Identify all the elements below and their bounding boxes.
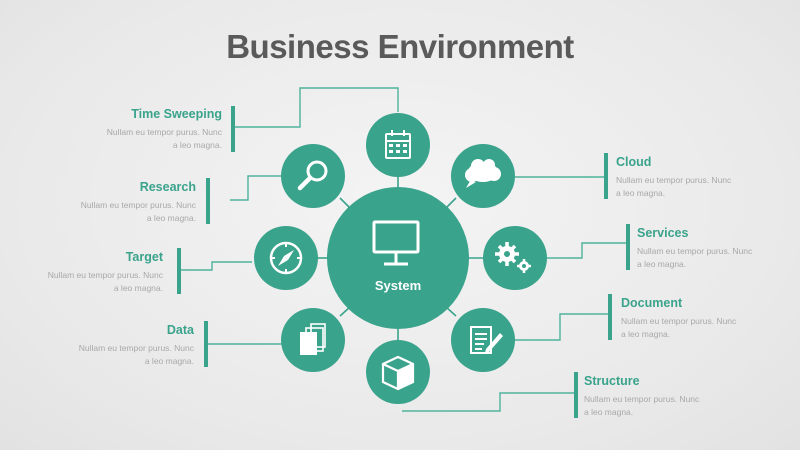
node-desc-line-1: Nullam eu tempor purus. Nunc	[47, 270, 163, 280]
node-desc-line-2: a leo magna.	[637, 259, 687, 269]
connector-target	[180, 261, 252, 271]
accent-bar	[608, 294, 612, 340]
node-desc-line-2: a leo magna.	[113, 283, 163, 293]
magnifier-icon	[297, 160, 328, 191]
connector-structure	[402, 392, 578, 412]
label-data: Data Nullam eu tempor purus. Nunc a leo …	[4, 323, 194, 368]
node-desc-line-2: a leo magna.	[144, 356, 194, 366]
node-desc-line-1: Nullam eu tempor purus. Nunc	[616, 175, 732, 185]
satellite-target	[254, 226, 318, 290]
node-desc-line-1: Nullam eu tempor purus. Nunc	[80, 200, 196, 210]
node-desc-line-1: Nullam eu tempor purus. Nunc	[584, 394, 700, 404]
compass-icon	[269, 241, 303, 275]
satellite-services	[483, 226, 547, 290]
node-desc-line-2: a leo magna.	[584, 407, 634, 417]
accent-bar	[574, 372, 578, 418]
pages-icon	[300, 323, 326, 355]
connector-document	[512, 313, 610, 341]
spoke	[339, 197, 351, 209]
node-title: Time Sweeping	[131, 107, 222, 121]
node-title: Target	[125, 250, 163, 264]
satellite-structure	[366, 340, 430, 404]
accent-bar	[231, 106, 235, 152]
node-title: Data	[166, 323, 194, 337]
label-research: Research Nullam eu tempor purus. Nunc a …	[6, 180, 196, 225]
satellite-document	[451, 308, 515, 372]
node-desc-line-1: Nullam eu tempor purus. Nunc	[621, 316, 737, 326]
document-icon	[470, 326, 492, 354]
label-document: Document Nullam eu tempor purus. Nunc a …	[621, 296, 796, 341]
satellite-research	[281, 144, 345, 208]
label-services: Services Nullam eu tempor purus. Nunc a …	[637, 226, 797, 271]
center-node: System	[327, 187, 469, 329]
slide-title: Business Environment	[226, 28, 574, 65]
node-desc-line-2: a leo magna.	[616, 188, 666, 198]
satellite-data	[281, 308, 345, 372]
label-cloud: Cloud Nullam eu tempor purus. Nunc a leo…	[616, 155, 796, 200]
connector-services	[546, 242, 628, 259]
node-desc-line-1: Nullam eu tempor purus. Nunc	[106, 127, 222, 137]
accent-bar	[604, 153, 608, 199]
node-title: Document	[621, 296, 683, 310]
accent-bar	[204, 321, 208, 367]
node-title: Cloud	[616, 155, 652, 169]
node-desc-line-1: Nullam eu tempor purus. Nunc	[78, 343, 194, 353]
connector-lines	[180, 87, 628, 412]
center-label: System	[375, 278, 421, 293]
gears-icon	[495, 242, 531, 273]
calendar-icon	[385, 130, 411, 159]
accent-bar	[177, 248, 181, 294]
spoke	[445, 197, 457, 209]
accent-bar	[626, 224, 630, 270]
node-desc-line-1: Nullam eu tempor purus. Nunc	[637, 246, 753, 256]
label-time-sweeping: Time Sweeping Nullam eu tempor purus. Nu…	[32, 107, 222, 152]
node-desc-line-2: a leo magna.	[172, 140, 222, 150]
node-title: Research	[139, 180, 196, 194]
cloud-icon	[465, 159, 501, 188]
node-desc-line-2: a leo magna.	[621, 329, 671, 339]
satellite-cloud	[451, 144, 515, 208]
label-structure: Structure Nullam eu tempor purus. Nunc a…	[584, 374, 774, 419]
connector-time-sweeping	[235, 87, 399, 128]
monitor-icon	[372, 220, 420, 266]
accent-bar	[206, 178, 210, 224]
satellite-time-sweeping	[366, 113, 430, 177]
node-desc-line-2: a leo magna.	[146, 213, 196, 223]
node-title: Services	[637, 226, 689, 240]
label-target: Target Nullam eu tempor purus. Nunc a le…	[0, 250, 163, 295]
node-title: Structure	[584, 374, 640, 388]
connector-research	[230, 175, 283, 201]
